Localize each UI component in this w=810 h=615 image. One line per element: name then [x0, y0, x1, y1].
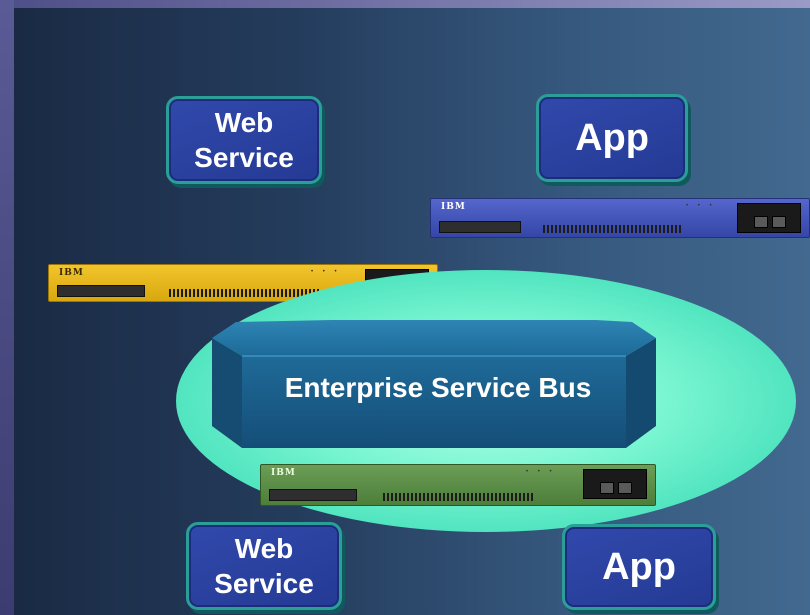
- web-service-top-line1: Web: [214, 107, 274, 138]
- left-border: [0, 0, 14, 615]
- appliance-leds: • • •: [311, 269, 341, 275]
- web-service-node-top: Web Service: [166, 96, 322, 184]
- app-top-label: App: [575, 116, 649, 159]
- enterprise-service-bus: Enterprise Service Bus: [212, 316, 656, 452]
- appliance-brand-yellow: IBM: [59, 268, 84, 278]
- appliance-panel: [439, 221, 521, 233]
- appliance-vents: [543, 225, 683, 233]
- web-service-bottom-line2: Service: [214, 568, 314, 599]
- appliance-ports: [737, 203, 801, 233]
- appliance-ports: [583, 469, 647, 499]
- appliance-leds: • • •: [686, 203, 716, 209]
- appliance-brand-blue: IBM: [441, 202, 466, 212]
- app-bottom-label: App: [602, 545, 676, 588]
- server-appliance-icon-green: IBM • • •: [260, 464, 656, 506]
- appliance-panel: [57, 285, 145, 297]
- appliance-vents: [169, 289, 319, 297]
- esb-shape: [212, 320, 656, 448]
- top-border: [0, 0, 810, 8]
- appliance-panel: [269, 489, 357, 501]
- web-service-node-bottom: Web Service: [186, 522, 342, 610]
- app-node-top: App: [536, 94, 688, 182]
- appliance-brand-green: IBM: [271, 468, 296, 478]
- appliance-leds: • • •: [526, 469, 556, 475]
- server-appliance-icon-blue: IBM • • •: [430, 198, 810, 238]
- web-service-bottom-line1: Web: [234, 533, 294, 564]
- app-node-bottom: App: [562, 524, 716, 610]
- appliance-vents: [383, 493, 533, 501]
- web-service-top-line2: Service: [194, 142, 294, 173]
- esb-label: Enterprise Service Bus: [284, 372, 592, 403]
